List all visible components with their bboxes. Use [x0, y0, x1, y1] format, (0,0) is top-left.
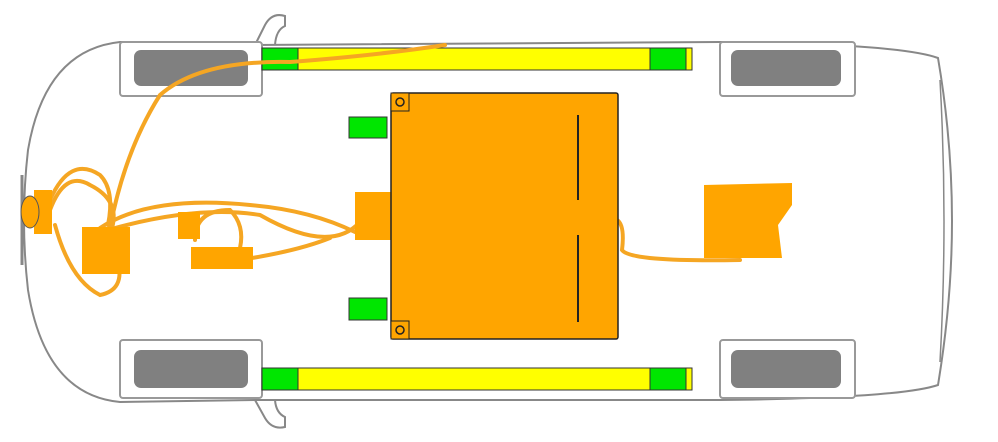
wheel-rear-right	[719, 339, 856, 399]
front-connector	[20, 190, 52, 234]
side-rail-bottom	[261, 367, 693, 391]
wheel-rear-left	[719, 41, 856, 97]
rear-bumper-line	[939, 79, 945, 363]
wheel-front-left	[119, 41, 263, 97]
wheel-front-right	[119, 339, 263, 399]
front-junction-box	[178, 212, 200, 239]
rear-motor-unit	[704, 183, 792, 258]
cable-harness	[48, 43, 742, 298]
car-body-outline	[23, 40, 954, 404]
battery-mount-bracket-bottom	[348, 297, 388, 321]
battery-pack	[390, 92, 619, 340]
mirror-top	[254, 14, 286, 46]
battery-mount-bracket-top	[348, 116, 388, 139]
battery-junction-box	[355, 192, 391, 240]
front-motor-unit	[82, 227, 130, 274]
mirror-bottom	[254, 399, 286, 429]
dc-converter	[191, 247, 253, 269]
